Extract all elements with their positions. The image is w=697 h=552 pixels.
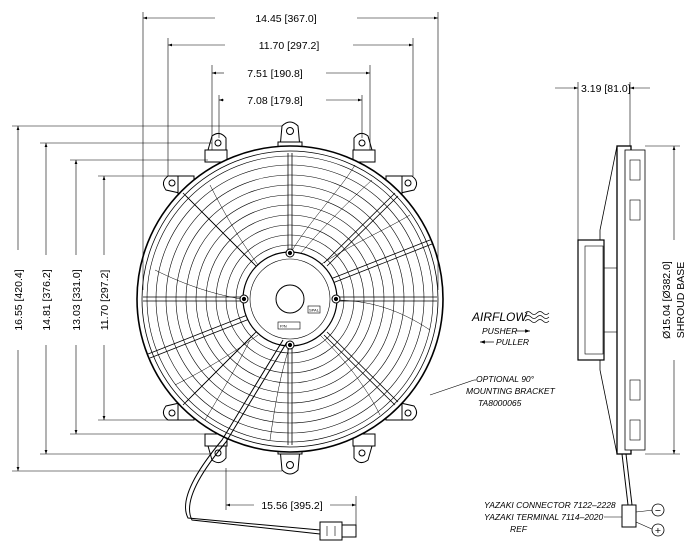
airflow-title: AIRFLOW: [471, 310, 528, 324]
airflow-wave-icon: [524, 311, 550, 323]
dim-inner-tab-span: 7.08 [179.8]: [247, 95, 303, 107]
fan-blades: [154, 164, 431, 441]
side-view: [577, 145, 655, 531]
vertical-dimension-lines: [12, 125, 282, 472]
connector-note: YAZAKI CONNECTOR 7122–2228 YAZAKI TERMIN…: [484, 500, 622, 534]
shroud-dimension-lines: [645, 145, 680, 455]
bracket-note: OPTIONAL 90° MOUNTING BRACKET TA8000065: [429, 374, 556, 408]
lead-dimension-lines: [225, 468, 357, 525]
connector-note-line3: REF: [510, 524, 528, 534]
dim-upper-tab-span: 7.51 [190.8]: [247, 68, 303, 80]
bracket-note-line2: MOUNTING BRACKET: [466, 386, 556, 396]
connector-note-line2: YAZAKI TERMINAL 7114–2020: [484, 512, 603, 522]
pusher-label: PUSHER: [482, 326, 517, 336]
dim-height-4: 11.70 [297.2]: [99, 270, 111, 331]
dim-overall-height: 16.55 [420.4]: [13, 269, 25, 330]
dim-lead-length: 15.56 [395.2]: [261, 500, 322, 512]
guard-spokes: [143, 153, 437, 445]
positive-terminal-icon: [651, 523, 665, 537]
dim-shroud-diameter: Ø15.04 [Ø382.0]: [661, 261, 673, 339]
dim-height-3: 13.03 [331.0]: [71, 269, 83, 330]
horizontal-dimension-lines: [142, 12, 439, 290]
finger-guard: [155, 164, 425, 434]
puller-label: PULLER: [496, 337, 529, 347]
dim-depth: 3.19 [81.0]: [581, 83, 631, 95]
bracket-note-line1: OPTIONAL 90°: [476, 374, 535, 384]
hub-brand-label: SPAL: [309, 308, 320, 313]
dim-height-2: 14.81 [376.2]: [41, 269, 53, 330]
negative-terminal-icon: [651, 503, 665, 517]
depth-dimension-lines: [555, 82, 650, 240]
airflow-indicator: AIRFLOW PUSHER PULLER: [471, 310, 550, 347]
wire-lead: [185, 339, 357, 541]
shroud-base-label: SHROUD BASE: [675, 262, 687, 338]
positive-symbol: +: [655, 525, 661, 537]
connector-note-line1: YAZAKI CONNECTOR 7122–2228: [484, 500, 616, 510]
dim-overall-width: 14.45 [367.0]: [255, 13, 316, 25]
hub-plate-label: P/N: [280, 324, 287, 329]
motor-hub: [239, 248, 341, 350]
negative-symbol: −: [655, 505, 661, 517]
front-view: P/N SPAL: [136, 121, 444, 541]
dim-bracket-span: 11.70 [297.2]: [259, 40, 320, 52]
bracket-note-line3: TA8000065: [478, 398, 522, 408]
